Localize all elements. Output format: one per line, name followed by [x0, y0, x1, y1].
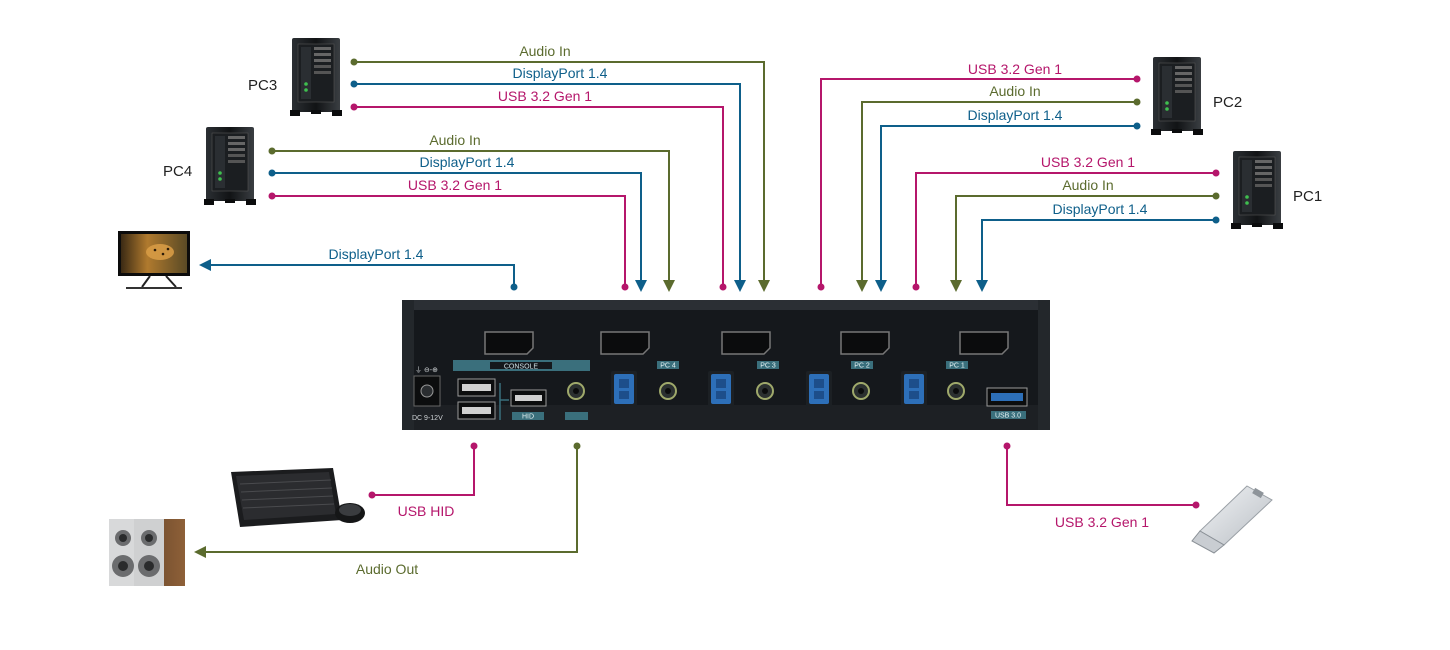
label-pc2-usb: USB 3.2 Gen 1 — [968, 61, 1062, 77]
wire-pc2-displayport — [880, 125, 1137, 284]
console-usb-port[interactable] — [457, 378, 496, 397]
pc3-displayport[interactable] — [721, 331, 771, 355]
pc4-usb-port[interactable] — [611, 371, 637, 407]
pc4-displayport[interactable] — [600, 331, 650, 355]
label-pc4-displayport: DisplayPort 1.4 — [420, 154, 515, 170]
usb3-port[interactable] — [986, 387, 1028, 407]
dc-power-port[interactable] — [413, 375, 441, 407]
label-pc3-usb: USB 3.2 Gen 1 — [498, 88, 592, 104]
pc3-usb-port[interactable] — [708, 371, 734, 407]
label-pc1: PC1 — [1293, 188, 1322, 205]
label-pc4-audio: Audio In — [429, 132, 480, 148]
label-pc2-displayport: DisplayPort 1.4 — [968, 107, 1063, 123]
label-speaker-audio: Audio Out — [356, 561, 418, 577]
kvm-switch-device: ⏚ ⊖-⊕ DC 9-12V CONSOLE HID — [402, 300, 1050, 430]
hid-usb-port[interactable] — [510, 389, 547, 407]
pc1-displayport[interactable] — [959, 331, 1009, 355]
label-pc1-usb: USB 3.2 Gen 1 — [1041, 154, 1135, 170]
pc1-audio-port[interactable] — [947, 382, 965, 400]
pc4-audio-port[interactable] — [659, 382, 677, 400]
wire-pc1-audio — [955, 195, 1216, 284]
wire-pc1-usb — [915, 172, 1216, 286]
label-pc3: PC3 — [248, 77, 277, 94]
label-keyboard-usb: USB HID — [398, 503, 455, 519]
wire-pc4-displayport — [272, 172, 642, 284]
label-pc3-audio: Audio In — [519, 43, 570, 59]
wire-pc4-audio — [272, 150, 670, 284]
hid-label: HID — [522, 414, 534, 421]
label-pc3-displayport: DisplayPort 1.4 — [513, 65, 608, 81]
monitor-icon — [118, 231, 190, 289]
label-flash-usb: USB 3.2 Gen 1 — [1055, 514, 1149, 530]
pc4-port-label: PC 4 — [660, 363, 676, 370]
pc2-displayport[interactable] — [840, 331, 890, 355]
pc2-port-label: PC 2 — [854, 363, 870, 370]
label-pc4-usb: USB 3.2 Gen 1 — [408, 177, 502, 193]
dc-label: DC 9-12V — [412, 415, 443, 422]
wire-pc3-audio — [354, 61, 765, 284]
wire-keyboard-usb — [372, 446, 475, 496]
wire-pc3-displayport — [354, 83, 741, 284]
console-displayport[interactable] — [484, 331, 534, 355]
pc2-usb-port[interactable] — [806, 371, 832, 407]
pc2-audio-port[interactable] — [852, 382, 870, 400]
console-audio-port[interactable] — [567, 382, 585, 400]
label-pc1-displayport: DisplayPort 1.4 — [1053, 201, 1148, 217]
pc3-port-label: PC 3 — [760, 363, 776, 370]
pc3-audio-port[interactable] — [756, 382, 774, 400]
wire-pc2-audio — [861, 101, 1137, 284]
keyboard-mouse-icon — [231, 468, 365, 527]
usb-flash-drive-icon — [1191, 485, 1273, 554]
svg-text:⏚ ⊖-⊕: ⏚ ⊖-⊕ — [415, 366, 438, 374]
label-pc2: PC2 — [1213, 94, 1242, 111]
pc1-usb-port[interactable] — [901, 371, 927, 407]
console-usb-port[interactable] — [457, 401, 496, 420]
label-pc4: PC4 — [163, 163, 192, 180]
tower-pc-icon — [289, 37, 343, 117]
usb3-port-label: USB 3.0 — [995, 413, 1021, 420]
label-pc2-audio: Audio In — [989, 83, 1040, 99]
label-monitor-displayport: DisplayPort 1.4 — [329, 246, 424, 262]
label-pc1-audio: Audio In — [1062, 177, 1113, 193]
wire-flash-usb — [1006, 446, 1196, 506]
wire-pc2-usb — [820, 78, 1137, 286]
tower-pc-icon — [1230, 150, 1284, 230]
wire-pc3-usb — [354, 106, 724, 286]
tower-pc-icon — [203, 126, 257, 206]
console-label: CONSOLE — [504, 364, 539, 371]
wire-pc4-usb — [272, 195, 626, 286]
tower-pc-icon — [1150, 56, 1204, 136]
wire-pc1-displayport — [981, 219, 1216, 284]
wire-speaker-audio — [204, 446, 578, 553]
wire-monitor-displayport — [208, 264, 515, 287]
pc1-port-label: PC 1 — [949, 363, 965, 370]
speaker-icon — [109, 519, 185, 586]
